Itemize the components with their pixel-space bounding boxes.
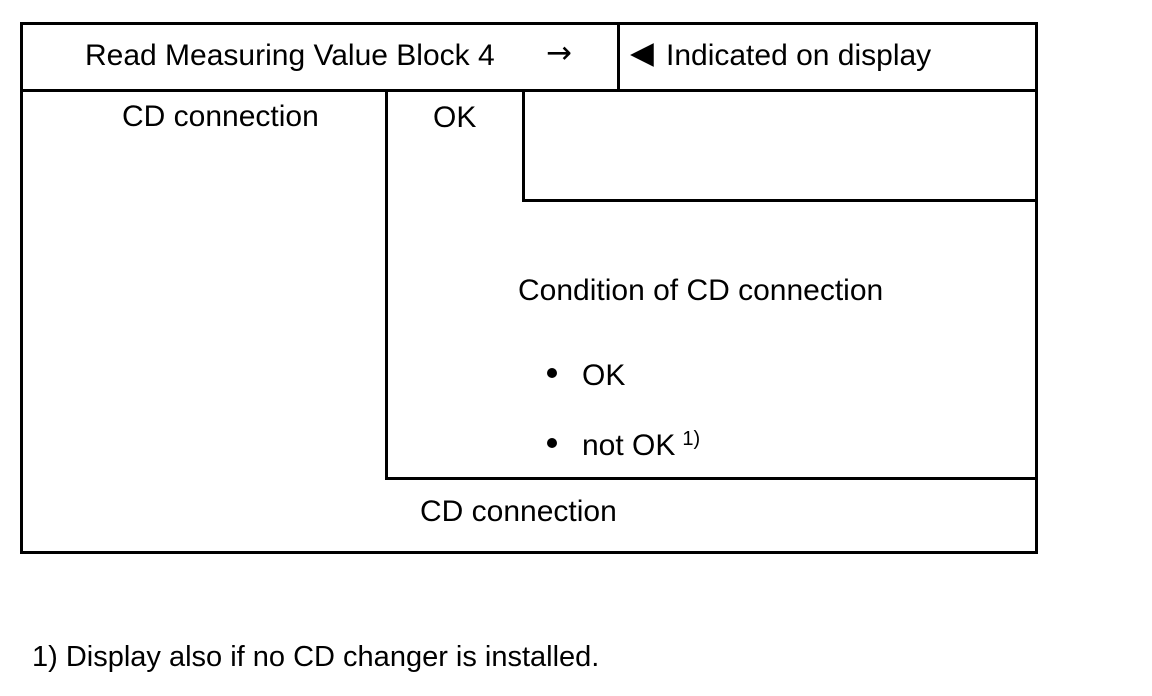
function-name-label: CD connection bbox=[122, 100, 319, 133]
display-pointer-icon: ◀ bbox=[630, 35, 654, 71]
condition-title-label: Condition of CD connection bbox=[518, 274, 884, 307]
option-text: OK bbox=[582, 359, 626, 392]
status-value-label: OK bbox=[433, 101, 477, 134]
read-measuring-block-label: Read Measuring Value Block 4 bbox=[85, 39, 495, 72]
option-text: not OK bbox=[582, 429, 676, 462]
condition-area-bottom-line bbox=[385, 477, 1038, 480]
option-superscript: 1) bbox=[682, 428, 701, 450]
arrow-right-icon: → bbox=[546, 35, 572, 71]
condition-option-ok: OK bbox=[582, 359, 632, 396]
display-cell-bottom-line bbox=[522, 199, 1038, 202]
header-cell-divider-line bbox=[617, 22, 620, 92]
condition-option-not-ok: not OK 1) bbox=[582, 428, 701, 466]
outer-box-border bbox=[20, 22, 1038, 554]
indicated-on-display-label: Indicated on display bbox=[666, 39, 932, 72]
header-row-bottom-line bbox=[20, 89, 1038, 92]
bottom-function-name-label: CD connection bbox=[420, 495, 617, 528]
bullet-dot-icon bbox=[547, 438, 557, 448]
display-cell-left-line bbox=[522, 92, 525, 202]
bullet-dot-icon bbox=[547, 368, 557, 378]
footnote-text: 1) Display also if no CD changer is inst… bbox=[32, 641, 600, 673]
status-column-left-line bbox=[385, 92, 388, 480]
